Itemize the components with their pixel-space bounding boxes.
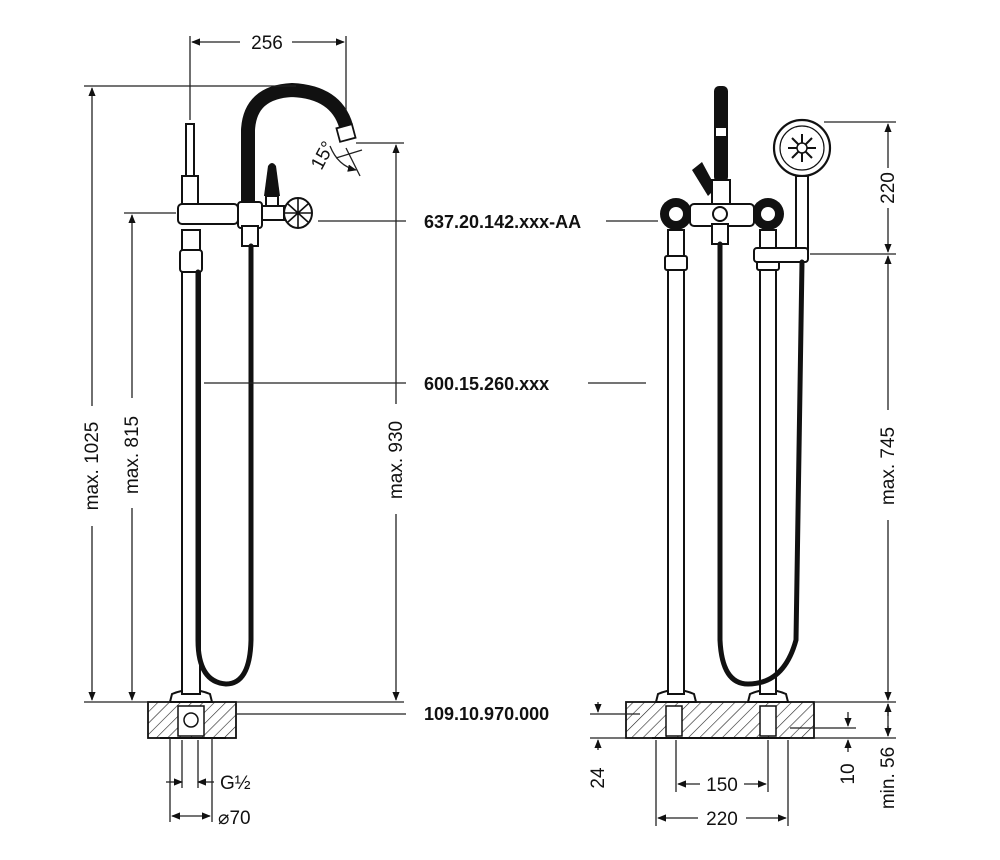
dim-diameter: ⌀70 <box>218 808 251 829</box>
lever-handle-front <box>692 162 716 196</box>
installation-box-front <box>625 701 815 739</box>
spout-side <box>241 82 353 202</box>
hand-shower-handle <box>795 175 809 253</box>
column-right-front <box>759 229 777 695</box>
dim-256: 256 <box>251 33 283 54</box>
lever-handle-side <box>264 163 280 196</box>
part-code-mixer: 637.20.142.xxx-AA <box>424 212 581 232</box>
dim-min-56: min. 56 <box>878 747 899 809</box>
mixer-body-side <box>177 203 239 225</box>
dim-thread: G½ <box>220 773 251 794</box>
front-view <box>625 86 832 739</box>
dim-10: 10 <box>838 763 859 784</box>
dim-max-815: max. 815 <box>122 416 143 494</box>
dim-angle: 15° <box>307 138 339 173</box>
dim-220-top: 220 <box>878 172 899 204</box>
hose-front <box>717 241 805 687</box>
hose-side <box>195 243 254 687</box>
part-code-column: 600.15.260.xxx <box>424 374 549 394</box>
dim-max-1025: max. 1025 <box>82 422 103 511</box>
column-left-front <box>667 229 685 695</box>
dim-max-930: max. 930 <box>386 421 407 499</box>
side-view <box>147 82 357 739</box>
part-code-labels: 637.20.142.xxx-AA 600.15.260.xxx 109.10.… <box>204 212 658 724</box>
dim-max-745: max. 745 <box>878 427 899 505</box>
dim-24: 24 <box>588 767 609 789</box>
dim-150: 150 <box>706 775 738 796</box>
side-view-dimensions: 256 15° max. 1025 max. 815 max. 930 G½ ⌀… <box>80 30 408 829</box>
dim-220-bottom: 220 <box>706 809 738 830</box>
front-view-dimensions: 220 max. 745 min. 56 10 24 150 <box>588 121 900 830</box>
part-code-box: 109.10.970.000 <box>424 704 549 724</box>
